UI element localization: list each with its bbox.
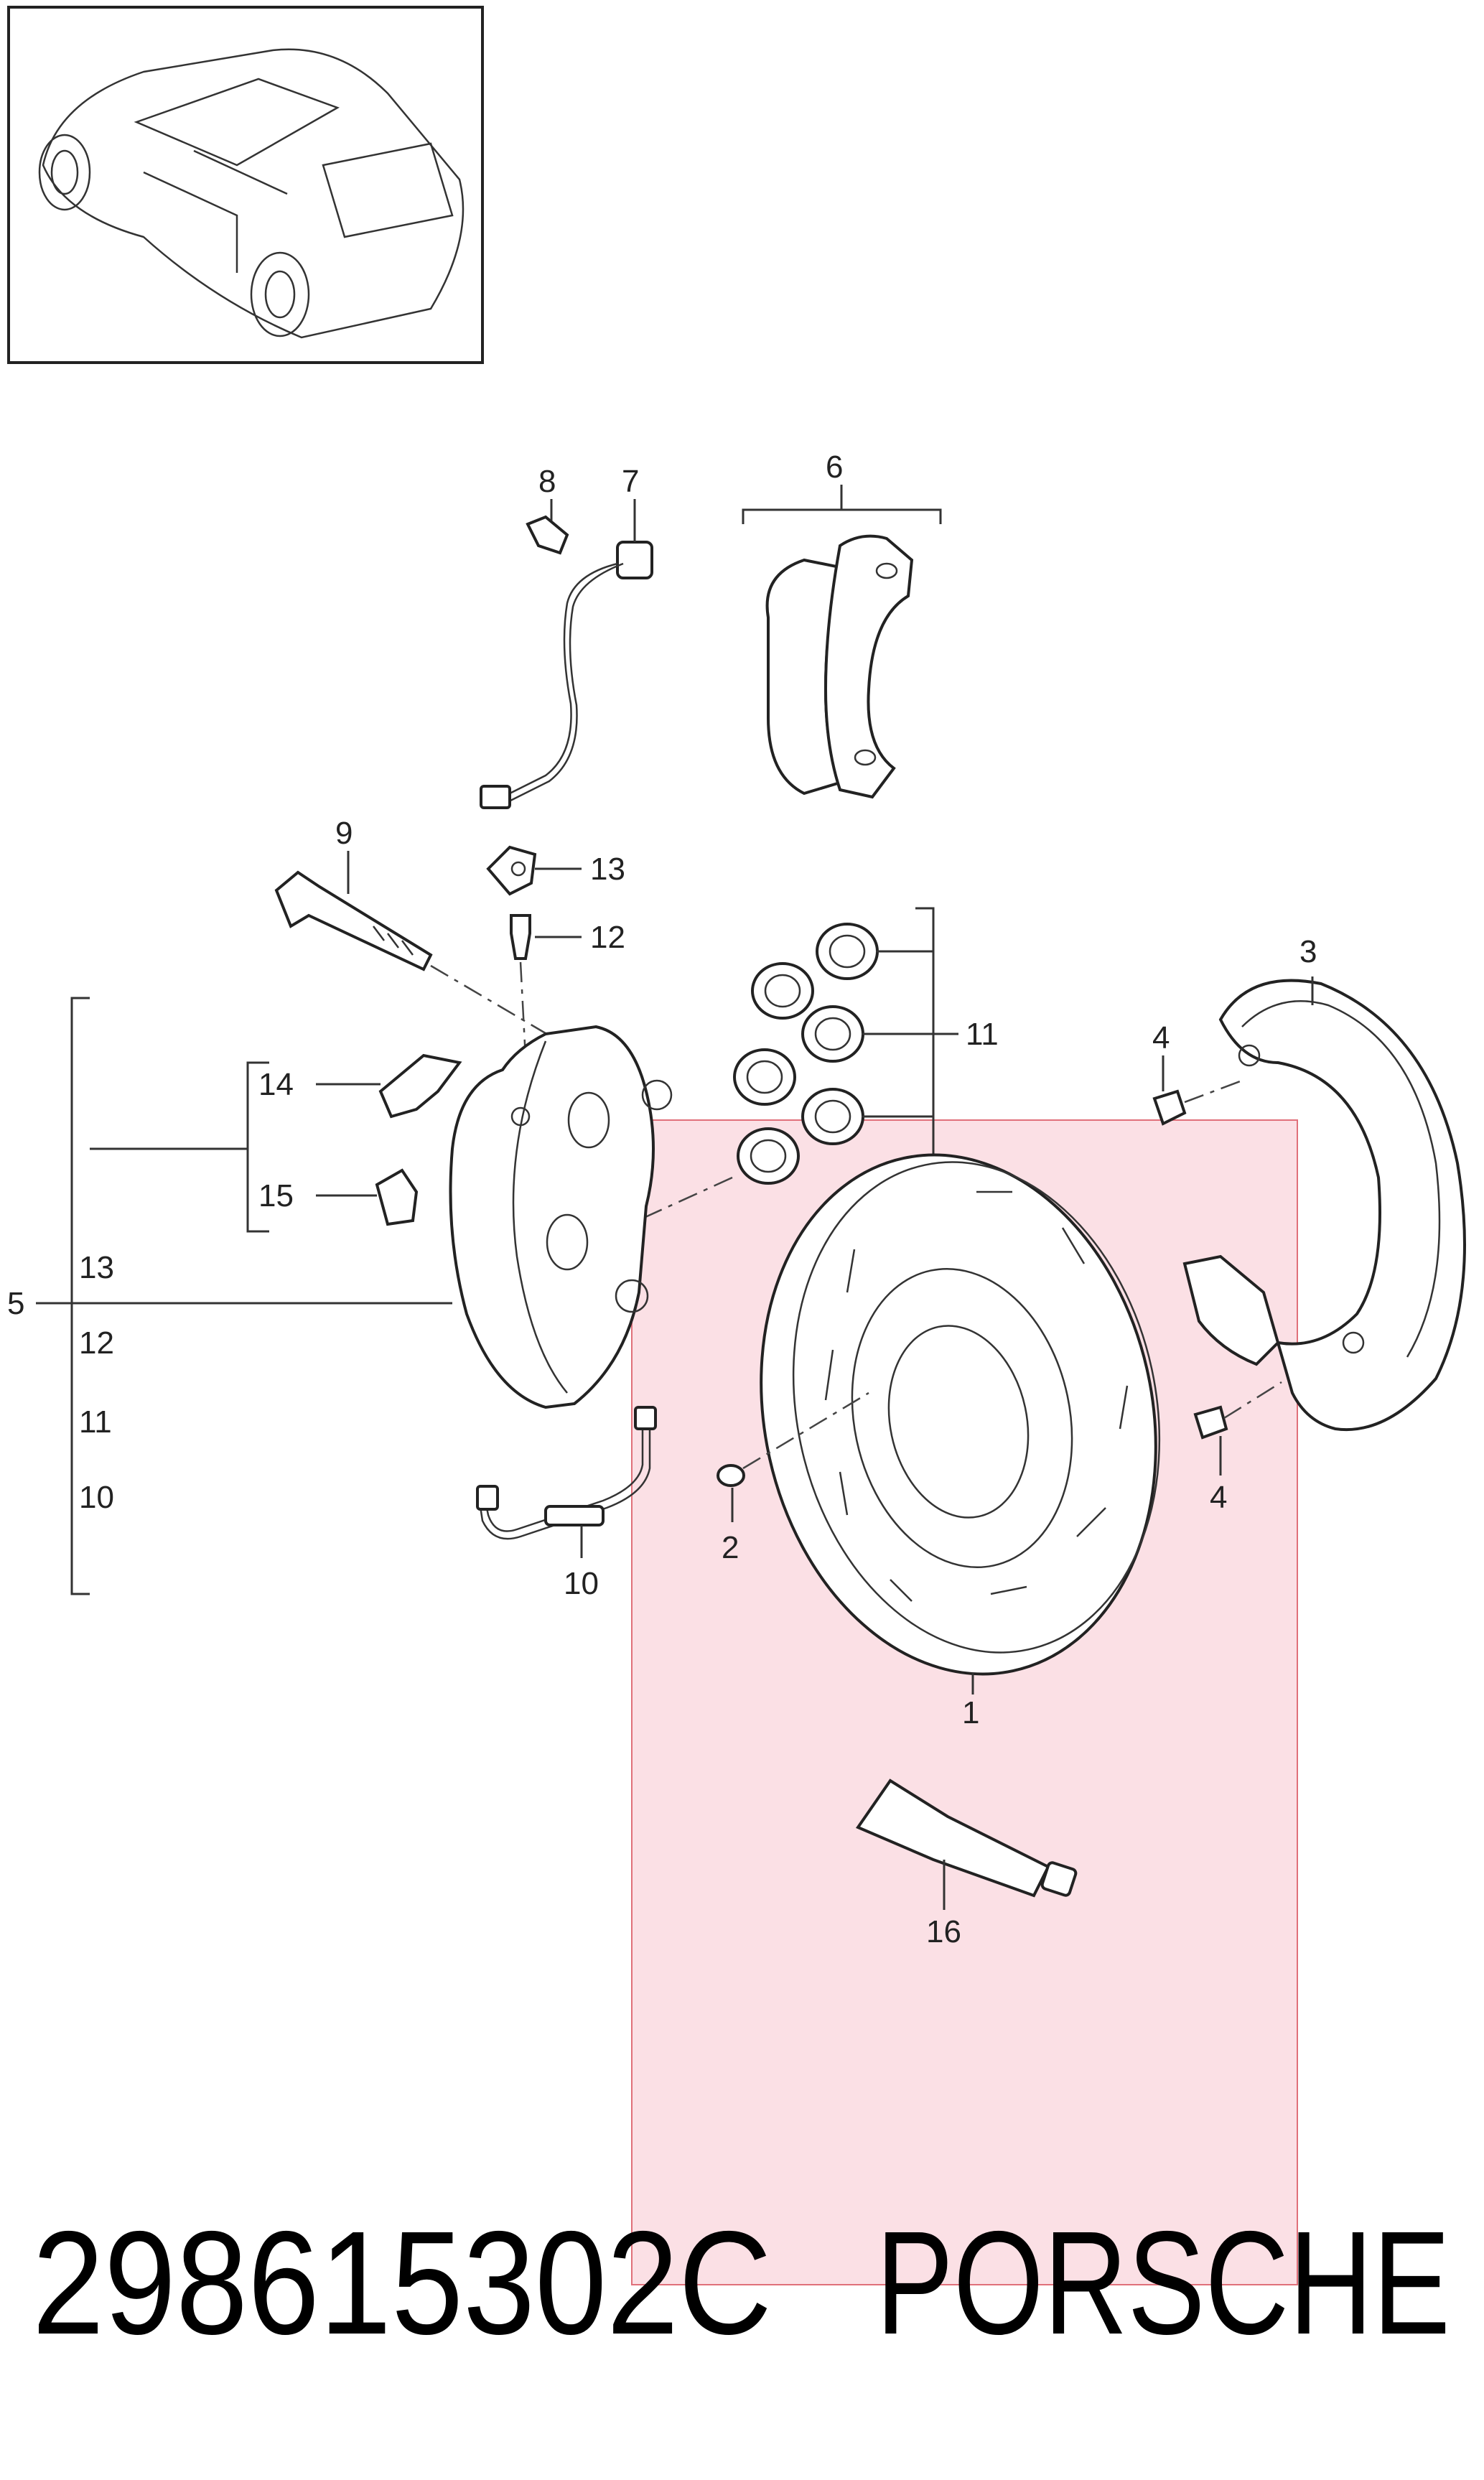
- callout-6: 6: [826, 449, 843, 485]
- group-bracket-5: [70, 997, 90, 1595]
- callout-15: 15: [258, 1178, 294, 1213]
- callout-13-group: 13: [79, 1250, 114, 1285]
- dust-shield-part-3: [1182, 976, 1466, 1432]
- callout-16: 16: [926, 1914, 961, 1949]
- callout-13-top: 13: [590, 852, 625, 887]
- brake-line-part-10: [476, 1406, 657, 1558]
- spring-clip-part-15: [316, 1168, 419, 1226]
- vehicle-thumbnail: [7, 6, 484, 364]
- callout-11-top: 11: [966, 1017, 999, 1052]
- bolt-part-9: [274, 851, 554, 1039]
- callout-1: 1: [962, 1695, 979, 1730]
- callout-12-group: 12: [79, 1325, 114, 1361]
- brake-caliper-part-5: [36, 1025, 673, 1409]
- callout-10-group: 10: [79, 1480, 114, 1515]
- callout-11-group: 11: [79, 1404, 112, 1440]
- callout-10: 10: [564, 1566, 599, 1601]
- bracket-part-13: [486, 845, 582, 896]
- group-bracket-14-15: [246, 1061, 269, 1233]
- bolt-part-4-upper: [1152, 1055, 1243, 1126]
- callout-3: 3: [1299, 934, 1317, 969]
- bleeder-part-12: [510, 914, 582, 1099]
- brand-name: PORSCHE: [876, 2201, 1450, 2365]
- clip-part-8: [526, 499, 569, 555]
- callout-5: 5: [7, 1286, 24, 1321]
- callout-14: 14: [258, 1067, 294, 1102]
- callout-2: 2: [722, 1530, 739, 1565]
- screw-part-2: [717, 1391, 869, 1522]
- bolt-part-4-lower: [1193, 1381, 1282, 1476]
- part-number: 298615302C: [32, 2201, 772, 2365]
- grease-tube-part-16: [855, 1779, 1078, 1910]
- callout-9: 9: [335, 816, 353, 851]
- callout-4-lower: 4: [1210, 1480, 1227, 1515]
- callout-7: 7: [622, 464, 639, 499]
- brake-disc-part-1: [760, 1153, 1161, 1694]
- callout-4-upper: 4: [1152, 1020, 1170, 1055]
- piston-seals-part-11: [574, 907, 958, 1251]
- callout-8: 8: [538, 464, 556, 499]
- callout-12-top: 12: [590, 920, 625, 955]
- wear-sensor-part-7: [480, 499, 653, 809]
- spring-clip-part-14: [316, 1053, 462, 1119]
- brake-pad-part-6: [742, 485, 942, 799]
